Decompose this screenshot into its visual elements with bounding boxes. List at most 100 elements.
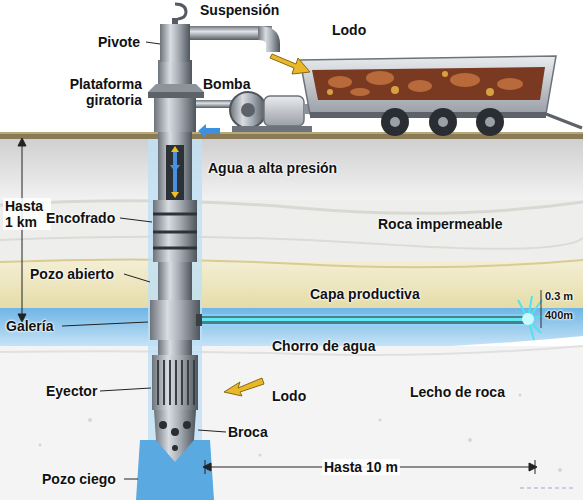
part-label: Pozo ciego xyxy=(42,471,116,487)
drill-string xyxy=(153,214,197,248)
ground-strata xyxy=(558,468,562,472)
mud-truck xyxy=(381,108,504,136)
dimension-lines xyxy=(535,460,536,474)
mud-arrows xyxy=(270,54,310,74)
surface-head xyxy=(258,26,280,52)
gallery-jet xyxy=(195,314,530,326)
drill-string xyxy=(170,165,180,172)
leader-lines xyxy=(100,388,151,391)
mud-truck xyxy=(366,71,394,85)
surface-head xyxy=(148,92,204,98)
dimension-lines xyxy=(18,138,575,488)
mud-truck xyxy=(442,71,448,77)
ground-strata xyxy=(379,419,382,422)
part-label: Galería xyxy=(6,318,53,334)
drill-string xyxy=(166,145,184,200)
ground-strata xyxy=(0,132,583,500)
mud-truck xyxy=(310,112,546,118)
mud-truck xyxy=(408,80,432,92)
part-label: Suspensión xyxy=(200,2,279,18)
gallery-jet xyxy=(541,290,542,328)
ground-strata xyxy=(0,200,583,262)
mud-truck xyxy=(546,114,582,128)
surface-head xyxy=(198,124,220,138)
mud-truck xyxy=(476,108,504,136)
ground-strata xyxy=(0,346,583,500)
ground-strata xyxy=(468,438,472,442)
part-label: Pozo abierto xyxy=(30,266,114,282)
surface-head xyxy=(196,100,232,108)
mud-truck xyxy=(390,117,400,127)
part-label: Plataforma giratoria xyxy=(50,76,142,108)
pump xyxy=(230,92,314,132)
mud-truck xyxy=(497,78,523,90)
drill-string xyxy=(158,360,194,405)
drill-string xyxy=(153,231,197,234)
part-label: Capa productiva xyxy=(310,286,420,302)
surface-head xyxy=(160,24,190,62)
drill-string xyxy=(183,421,191,429)
open-borehole xyxy=(136,440,214,500)
part-label: Roca impermeable xyxy=(378,216,503,232)
mud-truck xyxy=(328,71,523,96)
leader-lines xyxy=(124,479,138,480)
pump xyxy=(241,103,255,117)
drill-string xyxy=(157,360,159,405)
drill-string xyxy=(196,314,202,326)
mud-truck xyxy=(429,108,457,136)
drill-string xyxy=(154,410,196,462)
pump xyxy=(232,126,312,132)
surface-head xyxy=(175,4,186,19)
mud-truck xyxy=(327,71,494,96)
mud-arrows xyxy=(224,378,264,396)
drill-string xyxy=(153,200,197,262)
drill-string xyxy=(193,360,195,405)
mud-truck xyxy=(300,56,582,136)
dimension-lines xyxy=(203,463,211,471)
pump xyxy=(264,96,304,126)
part-label: Lecho de roca xyxy=(410,384,505,400)
drill-string xyxy=(187,360,189,405)
part-label: Agua a alta presión xyxy=(208,160,337,176)
drill-string xyxy=(171,146,179,198)
part-label: Encofrado xyxy=(46,210,115,226)
mud-truck xyxy=(327,89,333,95)
leader-lines xyxy=(124,274,150,282)
drill-string xyxy=(181,360,183,405)
drill-string xyxy=(172,445,178,451)
part-label: Pivote xyxy=(98,34,140,50)
part-label: Chorro de agua xyxy=(272,338,375,354)
drill-string xyxy=(150,300,200,340)
mud-truck xyxy=(485,117,495,127)
part-label: Hasta 10 m xyxy=(322,459,400,475)
drill-string xyxy=(152,355,198,410)
mud-truck xyxy=(300,56,556,114)
leader-lines xyxy=(146,42,160,44)
surface-head xyxy=(154,98,196,132)
drill-string xyxy=(159,421,167,429)
part-label: Hasta 1 km xyxy=(3,198,51,230)
part-label: 0.3 m xyxy=(545,290,573,303)
leader-lines xyxy=(62,322,148,326)
dimension-lines xyxy=(205,460,206,474)
gallery-jet xyxy=(522,313,534,325)
mud-truck xyxy=(450,73,480,87)
ground-strata xyxy=(39,444,42,447)
dimension-lines xyxy=(529,463,537,471)
ground-strata xyxy=(519,394,522,397)
drill-string xyxy=(159,421,191,451)
drill-string xyxy=(175,360,177,405)
part-label: Eyector xyxy=(46,383,97,399)
ground-strata xyxy=(39,394,563,473)
ground-strata xyxy=(259,454,262,457)
drill-string xyxy=(169,360,171,405)
leader-lines xyxy=(120,218,152,222)
part-label: Lodo xyxy=(332,22,366,38)
ground-strata xyxy=(0,237,583,249)
mud-truck xyxy=(390,117,495,127)
surface-head xyxy=(148,84,204,92)
surface-head xyxy=(148,4,280,138)
drill-string xyxy=(171,428,179,436)
ground-strata xyxy=(0,262,583,308)
